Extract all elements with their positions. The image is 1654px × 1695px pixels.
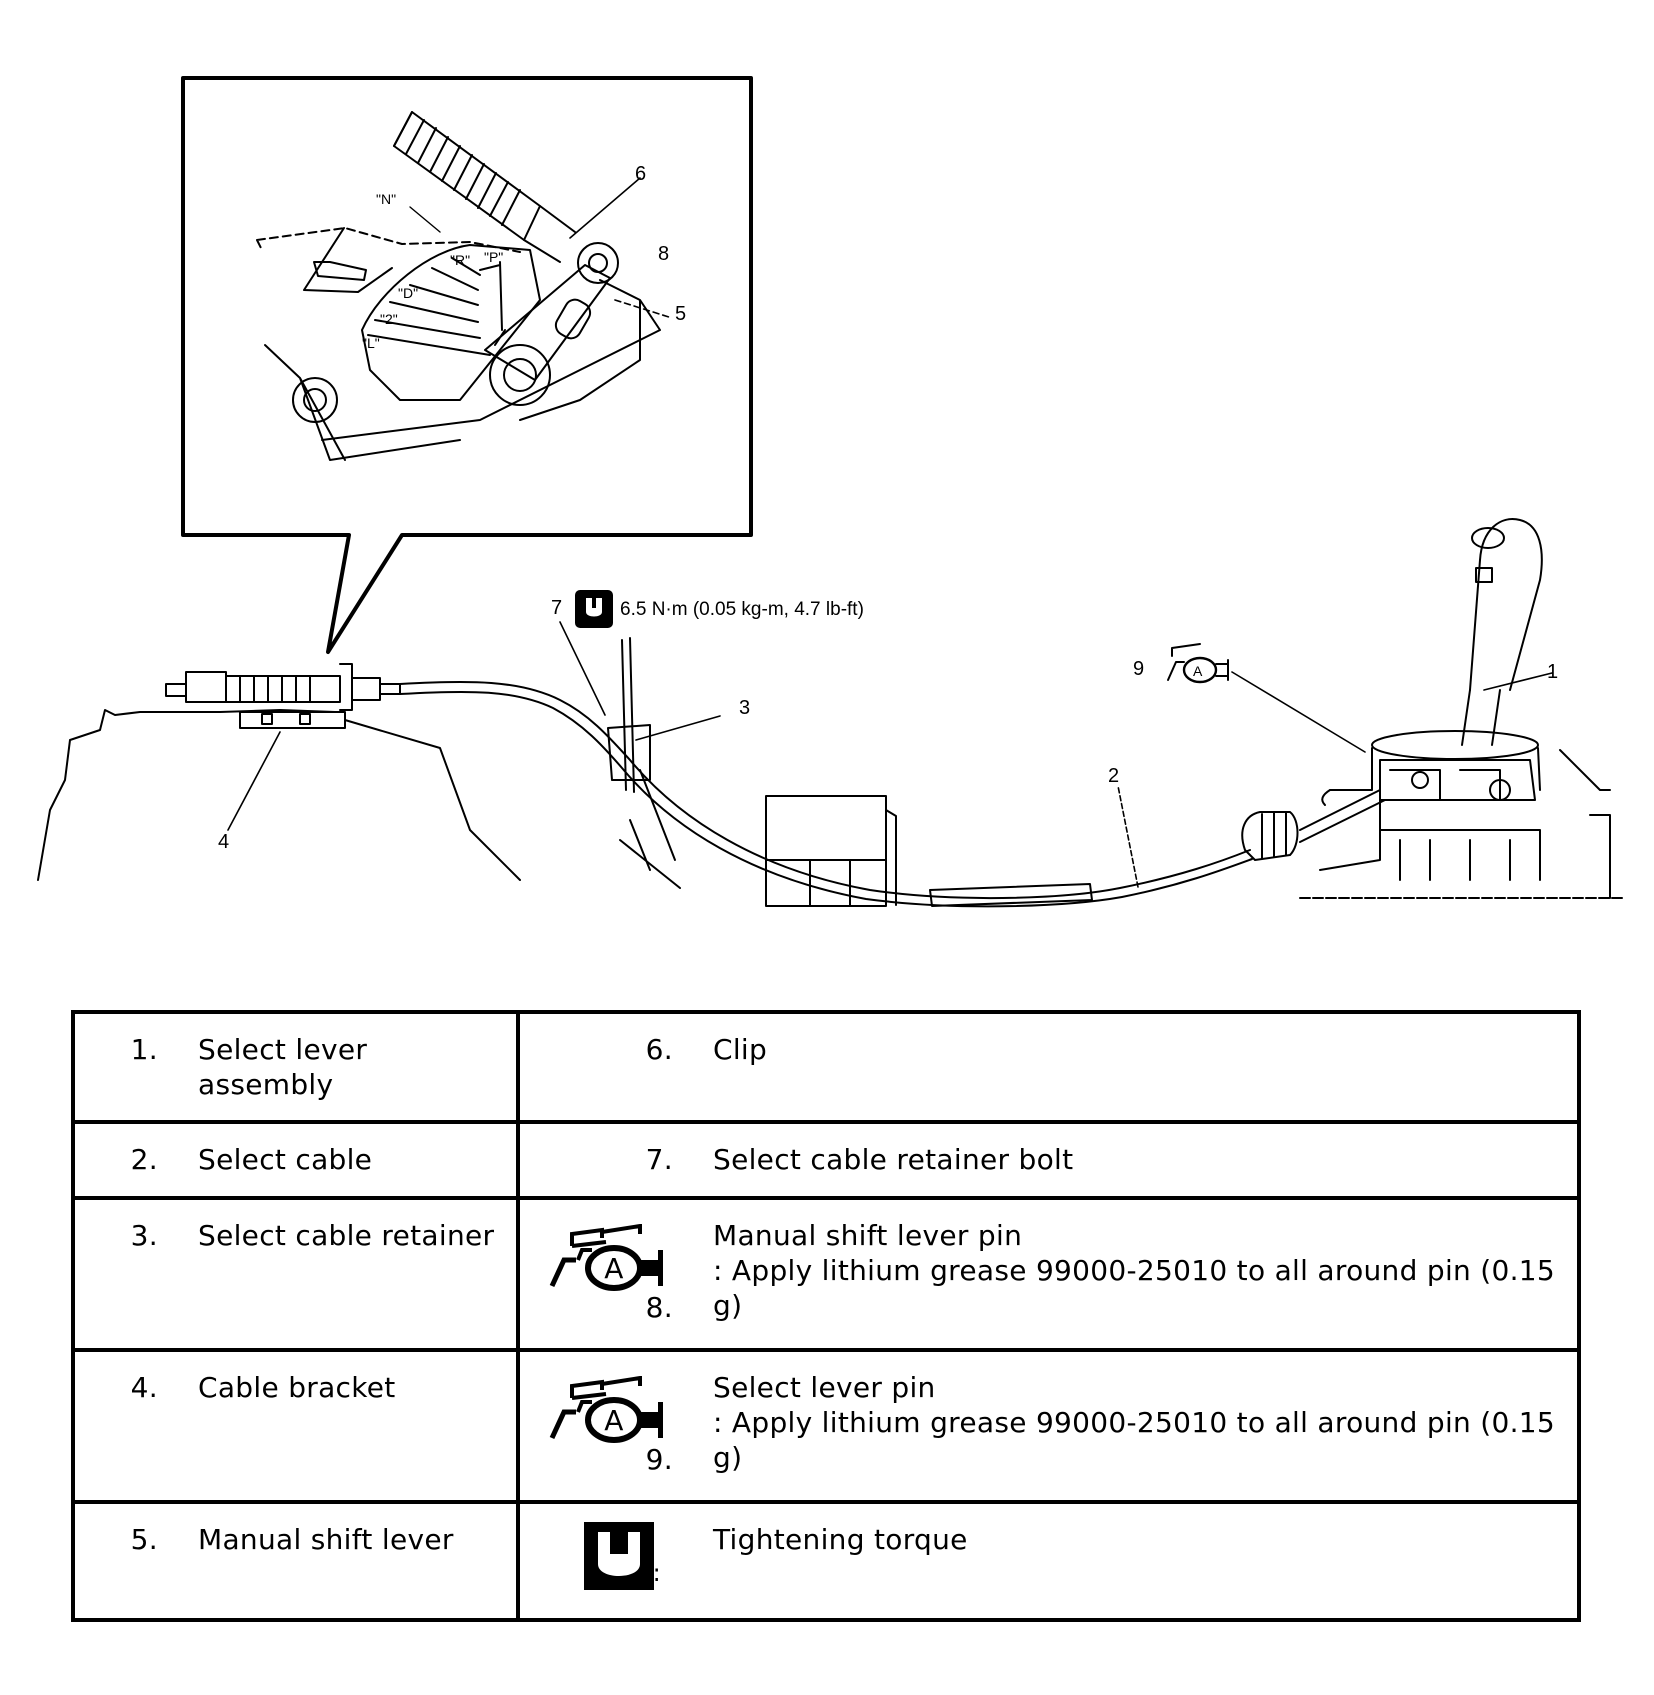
position-l: "L" [362, 335, 380, 351]
diagram-torque-icon [575, 590, 613, 628]
torque-colon: : [652, 1559, 661, 1587]
callout-5: 5 [675, 303, 686, 325]
grease-icon: A [549, 1376, 663, 1443]
table-row: 3. Select cable retainer A [71, 1196, 1581, 1352]
table-row: 2. Select cable 7. Select cable retainer… [71, 1120, 1581, 1200]
callout-4: 4 [218, 831, 229, 853]
legend-text-4: Cable bracket [198, 1371, 396, 1404]
diagram-grease-icon [1167, 643, 1229, 684]
callout-3: 3 [739, 697, 750, 719]
position-2: "2" [380, 311, 398, 327]
legend-cell-1: 1. Select lever assembly [71, 1010, 520, 1124]
transmission-side [37, 663, 681, 889]
position-r: "R" [450, 252, 470, 268]
callout-leaders [227, 621, 1553, 888]
legend-num-9: 9. [645, 1443, 673, 1476]
legend-text-9-title: Select lever pin [713, 1371, 936, 1404]
legend-cell-2: 2. Select cable [71, 1120, 520, 1200]
callout-1: 1 [1547, 661, 1558, 683]
legend-text-8-title: Manual shift lever pin [713, 1219, 1023, 1252]
legend-num-1: 1. [130, 1033, 158, 1066]
legend-cell-5: 5. Manual shift lever [71, 1500, 520, 1622]
legend-cell-4: 4. Cable bracket [71, 1348, 520, 1504]
position-d: "D" [398, 285, 418, 301]
grease-icon-letter: A [604, 1252, 623, 1285]
legend-text-7: Select cable retainer bolt [713, 1143, 1074, 1176]
diagram-labels: 1 2 3 4 5 6 7 8 9 6.5 N·m (0.05 kg-m, 4.… [218, 163, 1558, 853]
legend-num-7: 7. [645, 1143, 673, 1176]
legend-text-9-note: : Apply lithium grease 99000-25010 to al… [713, 1406, 1556, 1474]
legend-text-6: Clip [713, 1033, 768, 1066]
callout-6: 6 [635, 163, 646, 185]
table-row: 5. Manual shift lever : Tightening torqu… [71, 1500, 1581, 1622]
console-box [765, 795, 897, 907]
inset-detail [181, 76, 753, 654]
select-cable-diagram: 1 2 3 4 5 6 7 8 9 6.5 N·m (0.05 kg-m, 4.… [37, 76, 1626, 908]
legend-text-8-note: : Apply lithium grease 99000-25010 to al… [713, 1254, 1556, 1322]
callout-2: 2 [1108, 765, 1119, 787]
legend-num-3: 3. [130, 1219, 158, 1252]
legend-cell-7: 7. Select cable retainer bolt [516, 1120, 1581, 1200]
legend-cell-8: A 8. Manual shift lever pin : Apply lith… [516, 1196, 1581, 1352]
legend-cell-torque: : Tightening torque [516, 1500, 1581, 1622]
legend-num-5: 5. [130, 1523, 158, 1556]
diagram-grease-letter: A [1193, 663, 1203, 679]
legend-text-2: Select cable [198, 1143, 373, 1176]
legend-num-8: 8. [645, 1291, 673, 1324]
legend-text-1: Select lever assembly [198, 1033, 368, 1101]
legend-num-4: 4. [130, 1371, 158, 1404]
legend-num-6: 6. [645, 1033, 673, 1066]
legend-text-3: Select cable retainer [198, 1219, 495, 1252]
callout-9: 9 [1133, 658, 1144, 680]
legend-text-torque: Tightening torque [713, 1523, 968, 1556]
table-row: 1. Select lever assembly 6. Clip [71, 1010, 1581, 1124]
torque-wrench-icon [584, 1522, 654, 1590]
legend-cell-6: 6. Clip [516, 1010, 1581, 1124]
legend-cell-9: A 9. Select lever pin : Apply lithium gr… [516, 1348, 1581, 1504]
table-row: 4. Cable bracket A [71, 1348, 1581, 1504]
callout-7: 7 [551, 597, 562, 619]
position-n: "N" [376, 191, 396, 207]
select-lever-assembly [1299, 518, 1626, 899]
legend-text-5: Manual shift lever [198, 1523, 454, 1556]
grease-icon: A [549, 1224, 663, 1291]
grease-icon-letter: A [604, 1404, 623, 1437]
legend-num-2: 2. [130, 1143, 158, 1176]
legend-table: 1. Select lever assembly 6. Clip 2. Sele… [71, 1010, 1581, 1622]
callout-8: 8 [658, 243, 669, 265]
legend-cell-3: 3. Select cable retainer [71, 1196, 520, 1352]
select-cable [399, 637, 1386, 908]
inset-bellows [393, 111, 576, 263]
torque-spec-label: 6.5 N·m (0.05 kg-m, 4.7 lb-ft) [620, 599, 864, 620]
position-p: "P" [484, 249, 503, 265]
